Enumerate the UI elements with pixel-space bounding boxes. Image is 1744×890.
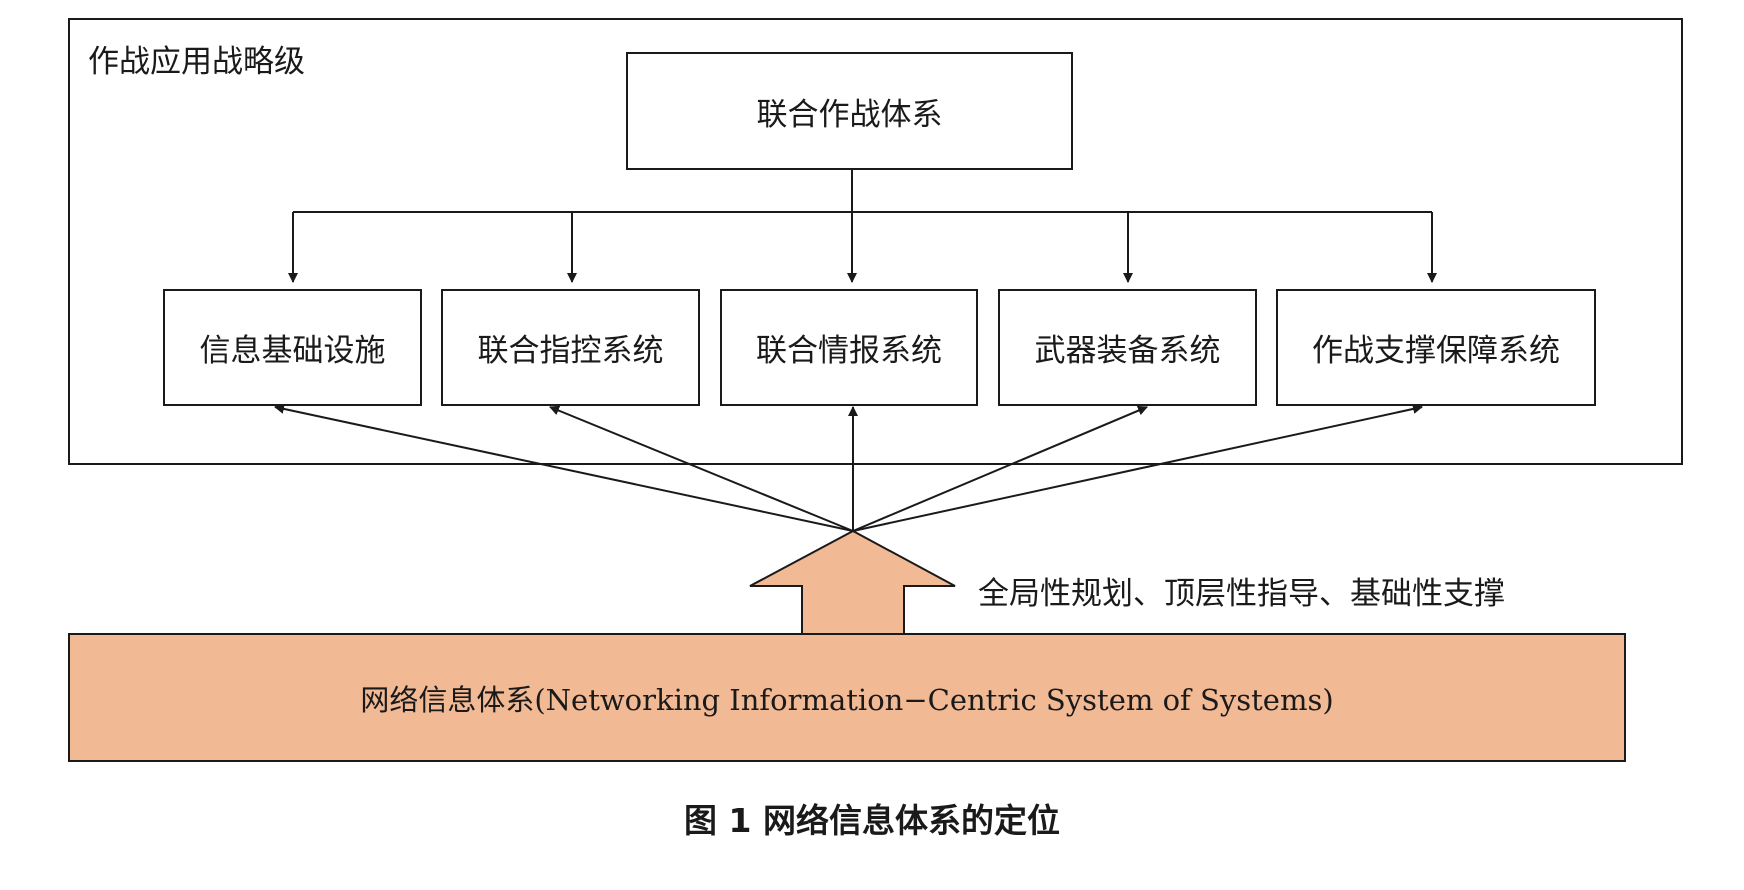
support-arrow-5 [852, 404, 1423, 532]
joint-operations-node: 联合作战体系 [626, 52, 1073, 170]
foundation-label: 网络信息体系(Networking Information−Centric Sy… [360, 682, 1334, 717]
support-arrow-4 [852, 405, 1148, 532]
system-label: 武器装备系统 [1034, 333, 1221, 369]
system-node-support: 作战支撑保障系统 [1276, 289, 1596, 406]
system-label: 作战支撑保障系统 [1312, 333, 1560, 369]
system-node-joint-c2: 联合指控系统 [441, 289, 700, 406]
support-arrow-1 [274, 403, 854, 532]
support-note: 全局性规划、顶层性指导、基础性支撑 [978, 576, 1505, 612]
foundation-bar: 网络信息体系(Networking Information−Centric Sy… [68, 633, 1626, 762]
joint-operations-label: 联合作战体系 [756, 96, 943, 133]
system-node-info-infra: 信息基础设施 [163, 289, 422, 406]
system-node-weapons: 武器装备系统 [998, 289, 1257, 406]
system-label: 联合指控系统 [477, 333, 664, 369]
system-label: 联合情报系统 [756, 333, 942, 369]
strategic-level-frame [68, 18, 1683, 465]
big-up-arrow [749, 529, 956, 637]
level-label: 作战应用战略级 [88, 44, 305, 80]
figure-caption: 图 1 网络信息体系的定位 [684, 801, 1060, 840]
system-label: 信息基础设施 [199, 333, 386, 369]
support-arrow-2 [549, 405, 854, 532]
system-node-joint-intel: 联合情报系统 [720, 289, 978, 406]
